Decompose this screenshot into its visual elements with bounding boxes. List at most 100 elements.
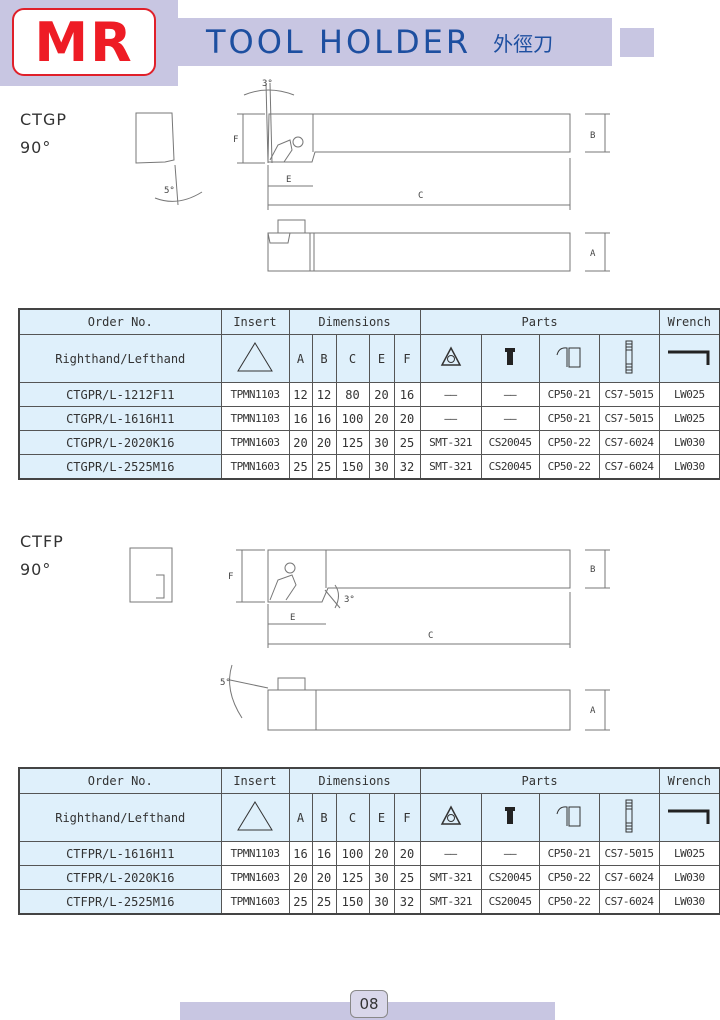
insert-icon-cell [220,793,290,842]
table-cell: CTFPR/L-1616H11 [18,841,222,866]
header-parts: Parts [419,308,660,335]
clamp-screw-icon-cell [598,334,660,383]
table-cell: CP50-22 [538,889,600,915]
dim-label-f: F [233,135,238,145]
table-cell: —— [419,382,482,407]
dim-header-b: B [311,334,337,383]
model-angle: 90° [20,560,52,579]
model-label-ctfp: CTFP 90° [20,528,64,584]
table-cell: 20 [368,841,395,866]
table-cell: 30 [368,889,395,915]
clamp-icon [556,347,581,368]
table-cell: 30 [368,454,395,480]
dim-label-b: B [590,131,595,141]
table-cell: LW030 [658,889,720,915]
dim-header-f: F [393,334,421,383]
dim-header-b: B [311,793,337,842]
dim-header-a: A [288,793,313,842]
shim-icon [440,346,461,366]
table-cell: 25 [393,430,421,455]
mr-logo: MR [12,8,156,76]
screw-icon-cell [480,334,540,383]
table-cell: CTGPR/L-2525M16 [18,454,222,480]
table-cell: CP50-22 [538,865,600,890]
table-cell: CS7-6024 [598,889,660,915]
table-cell: CTFPR/L-2525M16 [18,889,222,915]
table-cell: 16 [393,382,421,407]
table-cell: —— [480,841,540,866]
table-cell: CTFPR/L-2020K16 [18,865,222,890]
table-cell: —— [480,382,540,407]
screw-icon [505,807,516,824]
clamp-screw-icon [625,340,633,374]
dim-label-e: E [290,613,295,623]
table-cell: 16 [288,841,313,866]
table-cell: 100 [335,841,370,866]
table-cell: 16 [311,841,337,866]
header-wrench: Wrench [658,767,720,794]
clamp-icon-cell [538,793,600,842]
table-cell: 16 [288,406,313,431]
table-cell: LW025 [658,406,720,431]
shim-icon-cell [419,793,482,842]
dim-header-f: F [393,793,421,842]
table-cell: CS7-5015 [598,406,660,431]
table-cell: TPMN1603 [220,430,290,455]
table-cell: 150 [335,454,370,480]
angle-label: 5° [164,186,175,196]
table-cell: 25 [311,454,337,480]
table-cell: CS7-5015 [598,382,660,407]
table-cell: LW025 [658,841,720,866]
table-cell: CS7-5015 [598,841,660,866]
table-cell: 25 [288,889,313,915]
model-name: CTFP [20,532,64,551]
table-cell: CS20045 [480,454,540,480]
table-cell: 100 [335,406,370,431]
dim-header-e: E [368,334,395,383]
dim-label-c: C [418,191,423,201]
dim-header-e: E [368,793,395,842]
wrench-icon [668,350,710,365]
header-order-no: Order No. [18,767,222,794]
table-cell: LW030 [658,454,720,480]
table-cell: 12 [311,382,337,407]
subheader-hand: Righthand/Lefthand [18,793,222,842]
table-cell: —— [419,406,482,431]
table-cell: 150 [335,889,370,915]
page-title: TOOL HOLDER [206,23,472,61]
table-cell: CTGPR/L-1616H11 [18,406,222,431]
header-insert: Insert [220,767,290,794]
header-insert: Insert [220,308,290,335]
table-cell: CP50-22 [538,430,600,455]
header-square [620,28,654,57]
table-cell: TPMN1103 [220,841,290,866]
screw-icon [505,348,516,365]
table-cell: CTGPR/L-2020K16 [18,430,222,455]
ctgp-drawing: 5° 3° F E C B A [135,79,610,272]
wrench-icon-cell [658,334,720,383]
table-cell: CS7-6024 [598,454,660,480]
triangle-insert-icon [237,342,273,372]
header-order-no: Order No. [18,308,222,335]
table-cell: 25 [393,865,421,890]
table-cell: LW025 [658,382,720,407]
table-cell: 20 [311,430,337,455]
table-cell: 25 [311,889,337,915]
table-cell: CP50-22 [538,454,600,480]
dim-label-a: A [590,249,596,259]
table-cell: CS7-6024 [598,865,660,890]
table-cell: CS20045 [480,430,540,455]
table-cell: —— [419,841,482,866]
dim-header-c: C [335,793,370,842]
wrench-icon-cell [658,793,720,842]
table-cell: SMT-321 [419,454,482,480]
dim-label-e: E [286,175,291,185]
